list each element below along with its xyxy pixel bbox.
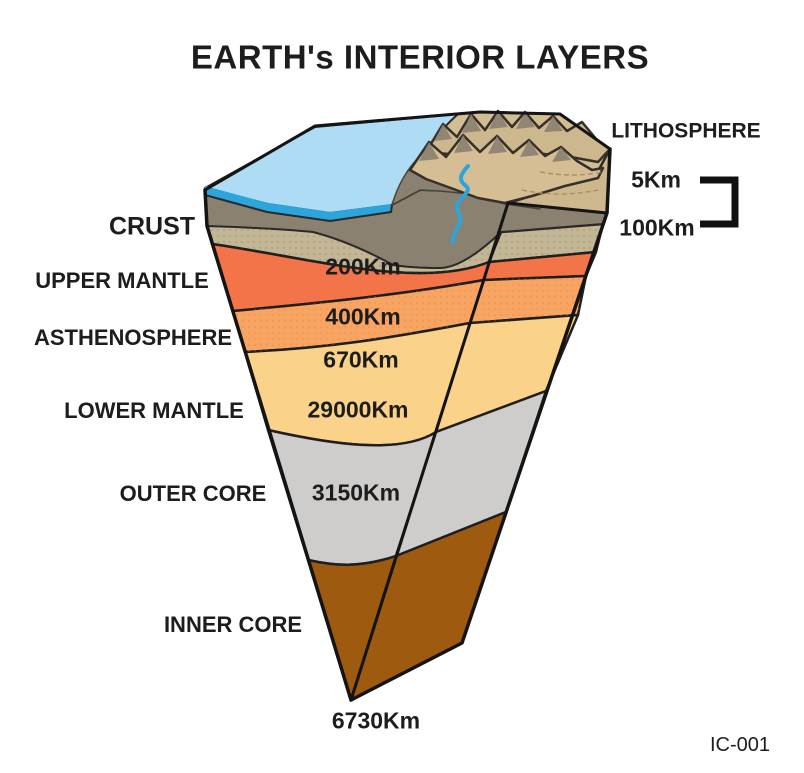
layer-label-upper-mantle: UPPER MANTLE bbox=[35, 268, 209, 293]
depth-label-asthenosphere: 400Km bbox=[325, 303, 401, 330]
terrain-contour-lines bbox=[521, 171, 603, 195]
figure-code: IC-001 bbox=[709, 734, 771, 756]
middle-edge bbox=[349, 201, 510, 702]
diagram-title: EARTH's INTERIOR LAYERS bbox=[190, 38, 650, 76]
wedge-outlines bbox=[203, 110, 612, 702]
layer-label-crust: CRUST bbox=[108, 212, 196, 241]
lithosphere-label: LITHOSPHERE bbox=[611, 119, 761, 143]
surface-terrain bbox=[203, 109, 612, 269]
mountain-shadows bbox=[419, 111, 571, 162]
layer-label-lower-mantle: LOWER MANTLE bbox=[64, 398, 244, 423]
depth-label-lower-mantle-top: 670Km bbox=[323, 346, 399, 373]
river bbox=[450, 164, 470, 244]
left-edge bbox=[203, 188, 353, 702]
layer-label-asthenosphere: ASTHENOSPHERE bbox=[33, 325, 233, 350]
top-back-edge bbox=[203, 110, 612, 192]
depth-label-upper-mantle: 200Km bbox=[325, 253, 401, 280]
layer-label-outer-core: OUTER CORE bbox=[119, 481, 267, 506]
lithosphere-top-depth: 5Km bbox=[631, 166, 681, 193]
front-side-top-edge bbox=[506, 201, 609, 215]
layer-label-inner-core: INNER CORE bbox=[163, 612, 303, 637]
lithosphere-bottom-depth: 100Km bbox=[619, 214, 695, 241]
depth-label-inner-core: 6730Km bbox=[331, 707, 421, 734]
front-face-layers bbox=[205, 201, 510, 702]
depth-label-lower-mantle-bottom: 29000Km bbox=[307, 396, 409, 423]
asthenosphere-texture-side bbox=[470, 276, 586, 323]
lithosphere-bracket bbox=[700, 176, 739, 228]
shoreline-water-strip bbox=[205, 186, 392, 221]
crust-texture-side bbox=[489, 224, 603, 262]
right-edge bbox=[349, 147, 612, 702]
asthenosphere-texture-front bbox=[233, 280, 484, 352]
depth-label-outer-core: 3150Km bbox=[311, 479, 401, 506]
